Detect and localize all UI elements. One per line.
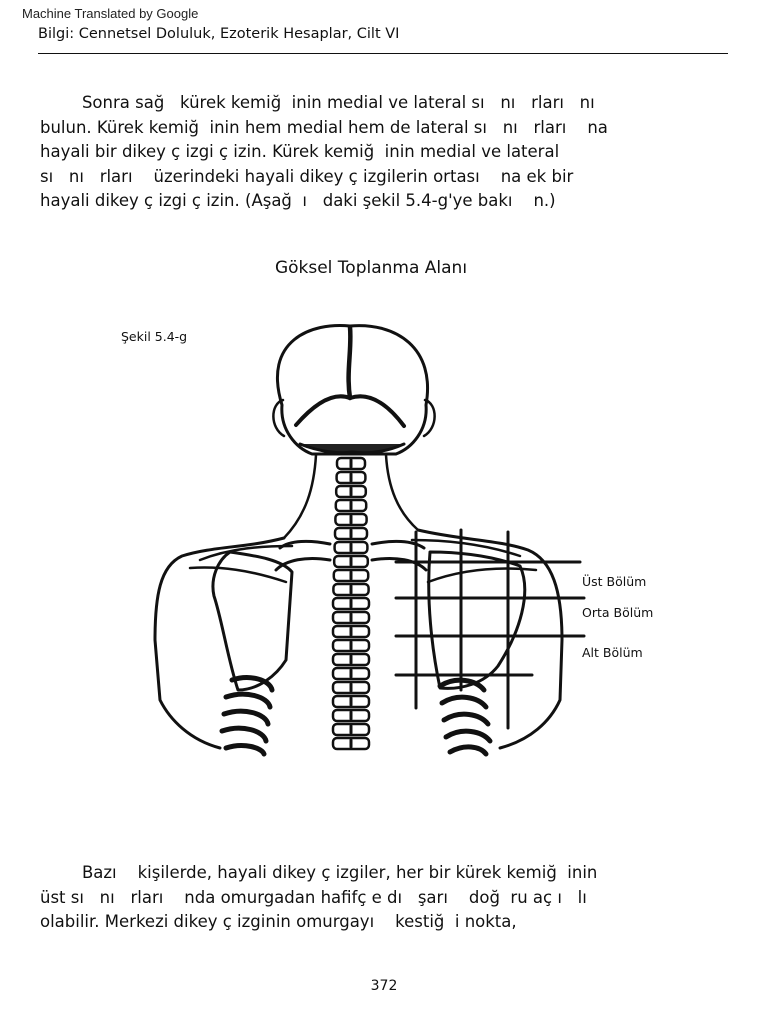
right-scapula-spine [426,567,538,584]
left-rib-3 [221,708,271,727]
zone-label-lower: Alt Bölüm [582,645,643,660]
sagittal-suture [346,324,353,401]
paragraph-2: Bazı kişilerde, hayali dikey ç izgiler, … [40,861,740,935]
left-rib-5 [223,743,267,757]
left-rib-1 [229,675,275,693]
paragraph-line: olabilir. Merkezi dikey ç izginin omurga… [40,912,517,931]
left-shoulder-contour [153,536,286,750]
lambdoid-suture [294,394,406,428]
back-anatomy-illustration [153,323,586,757]
page-number: 372 [370,978,398,994]
occipital-base [298,442,406,455]
section-title: Göksel Toplanma Alanı [274,258,468,278]
paragraph-line: hayali dikey ç izgi ç izin. (Aşağ ı daki… [40,191,556,210]
left-scapula-spine [188,566,288,584]
paragraph-line: bulun. Kürek kemiğ inin hem medial hem d… [40,117,608,137]
anatomy-figure: Şekil 5.4-g [0,300,768,770]
right-scapula [427,550,527,690]
upper-rib-right [370,539,426,550]
paragraph-line: Sonra sağ kürek kemiğ inin medial ve lat… [40,93,595,112]
zone-label-middle: Orta Bölüm [582,605,654,620]
right-rib-2 [439,694,489,710]
right-rib-4 [443,728,493,744]
machine-translation-banner: Machine Translated by Google [22,6,199,21]
paragraph-line: Bazı kişilerde, hayali dikey ç izgiler, … [40,863,598,882]
right-rib-3 [441,711,491,727]
running-header: Bilgi: Cennetsel Doluluk, Ezoterik Hesap… [38,26,400,42]
right-rib-1 [437,677,487,693]
neck-right-contour [384,453,420,532]
left-rib-2 [223,691,273,710]
right-shoulder-contour [416,528,564,750]
header-rule [38,53,728,54]
right-ear [422,398,436,438]
upper-rib-left-2 [274,556,332,572]
upper-rib-right-2 [370,556,428,572]
paragraph-1: Sonra sağ kürek kemiğ inin medial ve lat… [40,91,740,214]
paragraph-line: sı nı rları üzerindeki hayali dikey ç iz… [40,166,574,186]
neck-left-contour [282,453,318,540]
right-rib-5 [447,744,489,757]
left-rib-4 [219,725,269,744]
paragraph-line: üst sı nı rları nda omurgadan hafifç e d… [40,887,587,907]
left-ear [272,398,286,438]
left-scapula [211,550,294,692]
spine [331,456,371,751]
zone-label-upper: Üst Bölüm [582,574,647,589]
figure-caption: Şekil 5.4-g [121,329,188,344]
upper-rib-left [278,539,332,550]
paragraph-line: hayali bir dikey ç izgi ç izin. Kürek ke… [40,142,560,161]
skull-outline [275,323,429,456]
